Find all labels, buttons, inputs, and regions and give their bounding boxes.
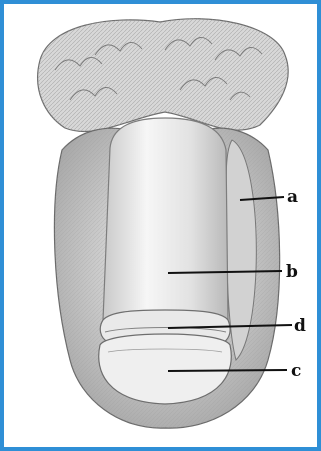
label-a: a [287,187,298,207]
label-c: c [291,361,301,381]
label-b: b [286,262,298,282]
shaft [103,118,228,338]
hair-region [38,19,289,132]
leader-line-c [168,370,287,371]
label-d: d [294,316,306,336]
